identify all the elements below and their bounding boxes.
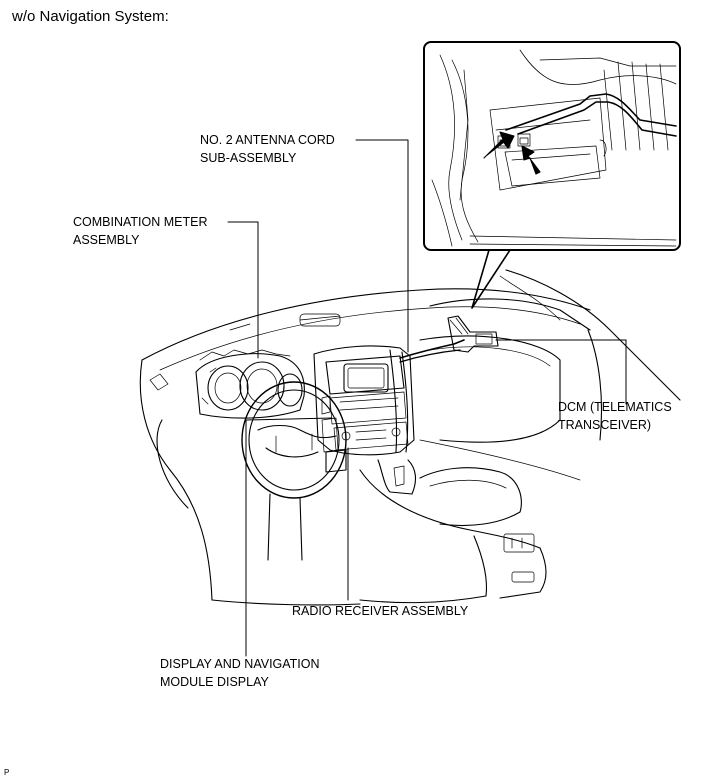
leader-dcm [495,339,627,405]
inset-frame [423,41,681,251]
callout-line: NO. 2 ANTENNA CORD [200,133,335,147]
callout-line: ASSEMBLY [73,233,140,247]
callout-line: DISPLAY AND NAVIGATION [160,657,320,671]
callout-line: COMBINATION METER [73,215,208,229]
arrow-icon [521,145,541,175]
callout-line: RADIO RECEIVER ASSEMBLY [292,604,469,618]
corner-mark: P [4,768,10,777]
antenna-cord [399,315,499,363]
center-console [313,345,547,604]
callout-line: DCM (TELEMATICS [558,400,672,414]
steering-wheel [241,381,347,561]
callout-radio-receiver: RADIO RECEIVER ASSEMBLY [292,602,468,620]
page-title: w/o Navigation System: [12,8,169,25]
leader-meter [227,221,259,359]
callout-line: TRANSCEIVER) [558,418,652,432]
callout-combination-meter: COMBINATION METER ASSEMBLY [73,213,208,249]
leader-lines [227,139,627,657]
callout-antenna-cord: NO. 2 ANTENNA CORD SUB-ASSEMBLY [200,131,335,167]
callout-line: SUB-ASSEMBLY [200,151,297,165]
callout-line: MODULE DISPLAY [160,675,269,689]
dashboard-outline [139,269,681,606]
arrow-icon [483,131,515,159]
inset-pointer [471,249,511,309]
callout-display-module: DISPLAY AND NAVIGATION MODULE DISPLAY [160,655,320,691]
callout-dcm: DCM (TELEMATICS TRANSCEIVER) [558,398,672,434]
leader-antenna [355,139,409,353]
combination-meter [195,349,305,419]
inset-detail [423,41,681,309]
